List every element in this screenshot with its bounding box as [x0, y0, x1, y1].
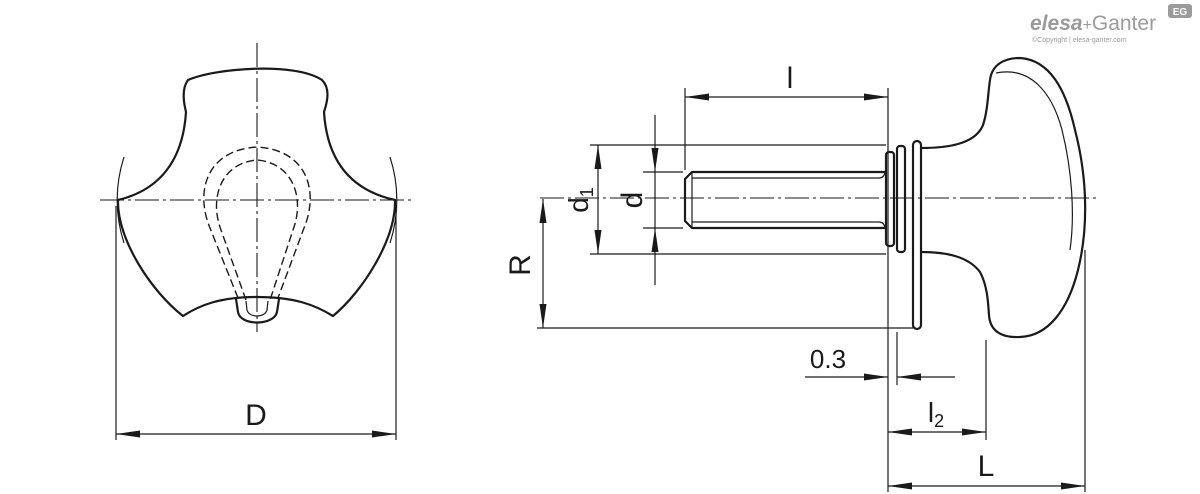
diameter-arc-right [389, 156, 398, 244]
knob-rim-line [995, 71, 1073, 251]
dim-d1-label: d1 [563, 187, 597, 213]
dim-l2-subscript: 2 [934, 411, 944, 431]
knob-front-outline [116, 67, 397, 318]
keyhole-hidden-inner [215, 159, 299, 301]
diameter-arc-left [116, 156, 125, 244]
front-view: D [100, 43, 412, 440]
dim-d-label: d [616, 192, 649, 209]
shoulder-ring-1 [884, 150, 896, 248]
dim-d1-symbol: d [563, 197, 594, 213]
dim-gap-label: 0.3 [810, 344, 846, 374]
logo-badge-text: EG [1173, 7, 1188, 18]
threaded-stud-outline [683, 170, 887, 230]
thread-runout [878, 171, 886, 229]
copyright-text: ©Copyright | elesa-ganter.com [1032, 36, 1127, 44]
dim-l-label: l [787, 62, 794, 95]
dim-l2-symbol: l [928, 397, 934, 428]
dim-l2-label: l2 [928, 397, 944, 431]
keyhole-slot-inner [245, 300, 269, 317]
knob-side-outline [919, 56, 1087, 339]
keyhole-hidden-outer [203, 146, 311, 299]
base-disk [911, 139, 923, 331]
logo-wordmark: elesa+Ganter [1030, 12, 1156, 35]
logo-brand-bold: elesa [1030, 12, 1083, 35]
logo-brand: Ganter [1092, 12, 1156, 35]
logo-plus: + [1083, 17, 1092, 34]
thread-root-lines [691, 172, 879, 228]
dim-D-label: D [245, 399, 267, 432]
keyhole-slot-outer [234, 297, 281, 324]
logo-badge-box [1168, 4, 1192, 18]
side-view: l d1 d R 0.3 l2 L [504, 56, 1100, 492]
brand-logo: elesa+Ganter EG ©Copyright | elesa-gante… [1030, 4, 1192, 44]
dim-d1-subscript: 1 [577, 187, 597, 197]
shoulder-ring-2 [895, 144, 907, 254]
dim-R-label: R [504, 254, 537, 276]
dim-L-label: L [978, 450, 995, 483]
